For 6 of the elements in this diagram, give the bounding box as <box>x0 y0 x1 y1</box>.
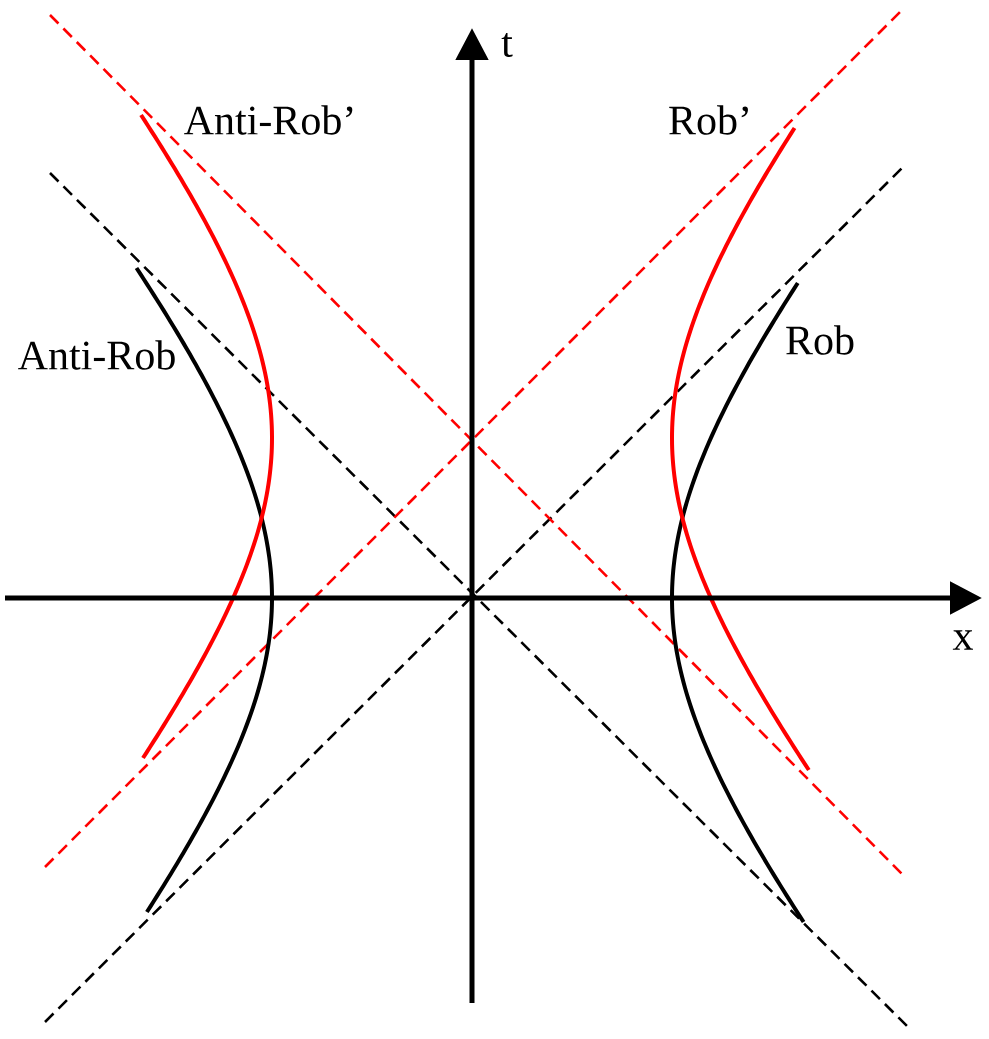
curve-label: Rob’ <box>669 105 748 135</box>
curve-label: Anti-Rob <box>18 340 175 370</box>
axis-label: t <box>501 32 513 57</box>
curve-label: Anti-Rob’ <box>184 105 353 135</box>
curve-label: Rob <box>786 325 854 355</box>
axis-label: x <box>952 630 973 650</box>
